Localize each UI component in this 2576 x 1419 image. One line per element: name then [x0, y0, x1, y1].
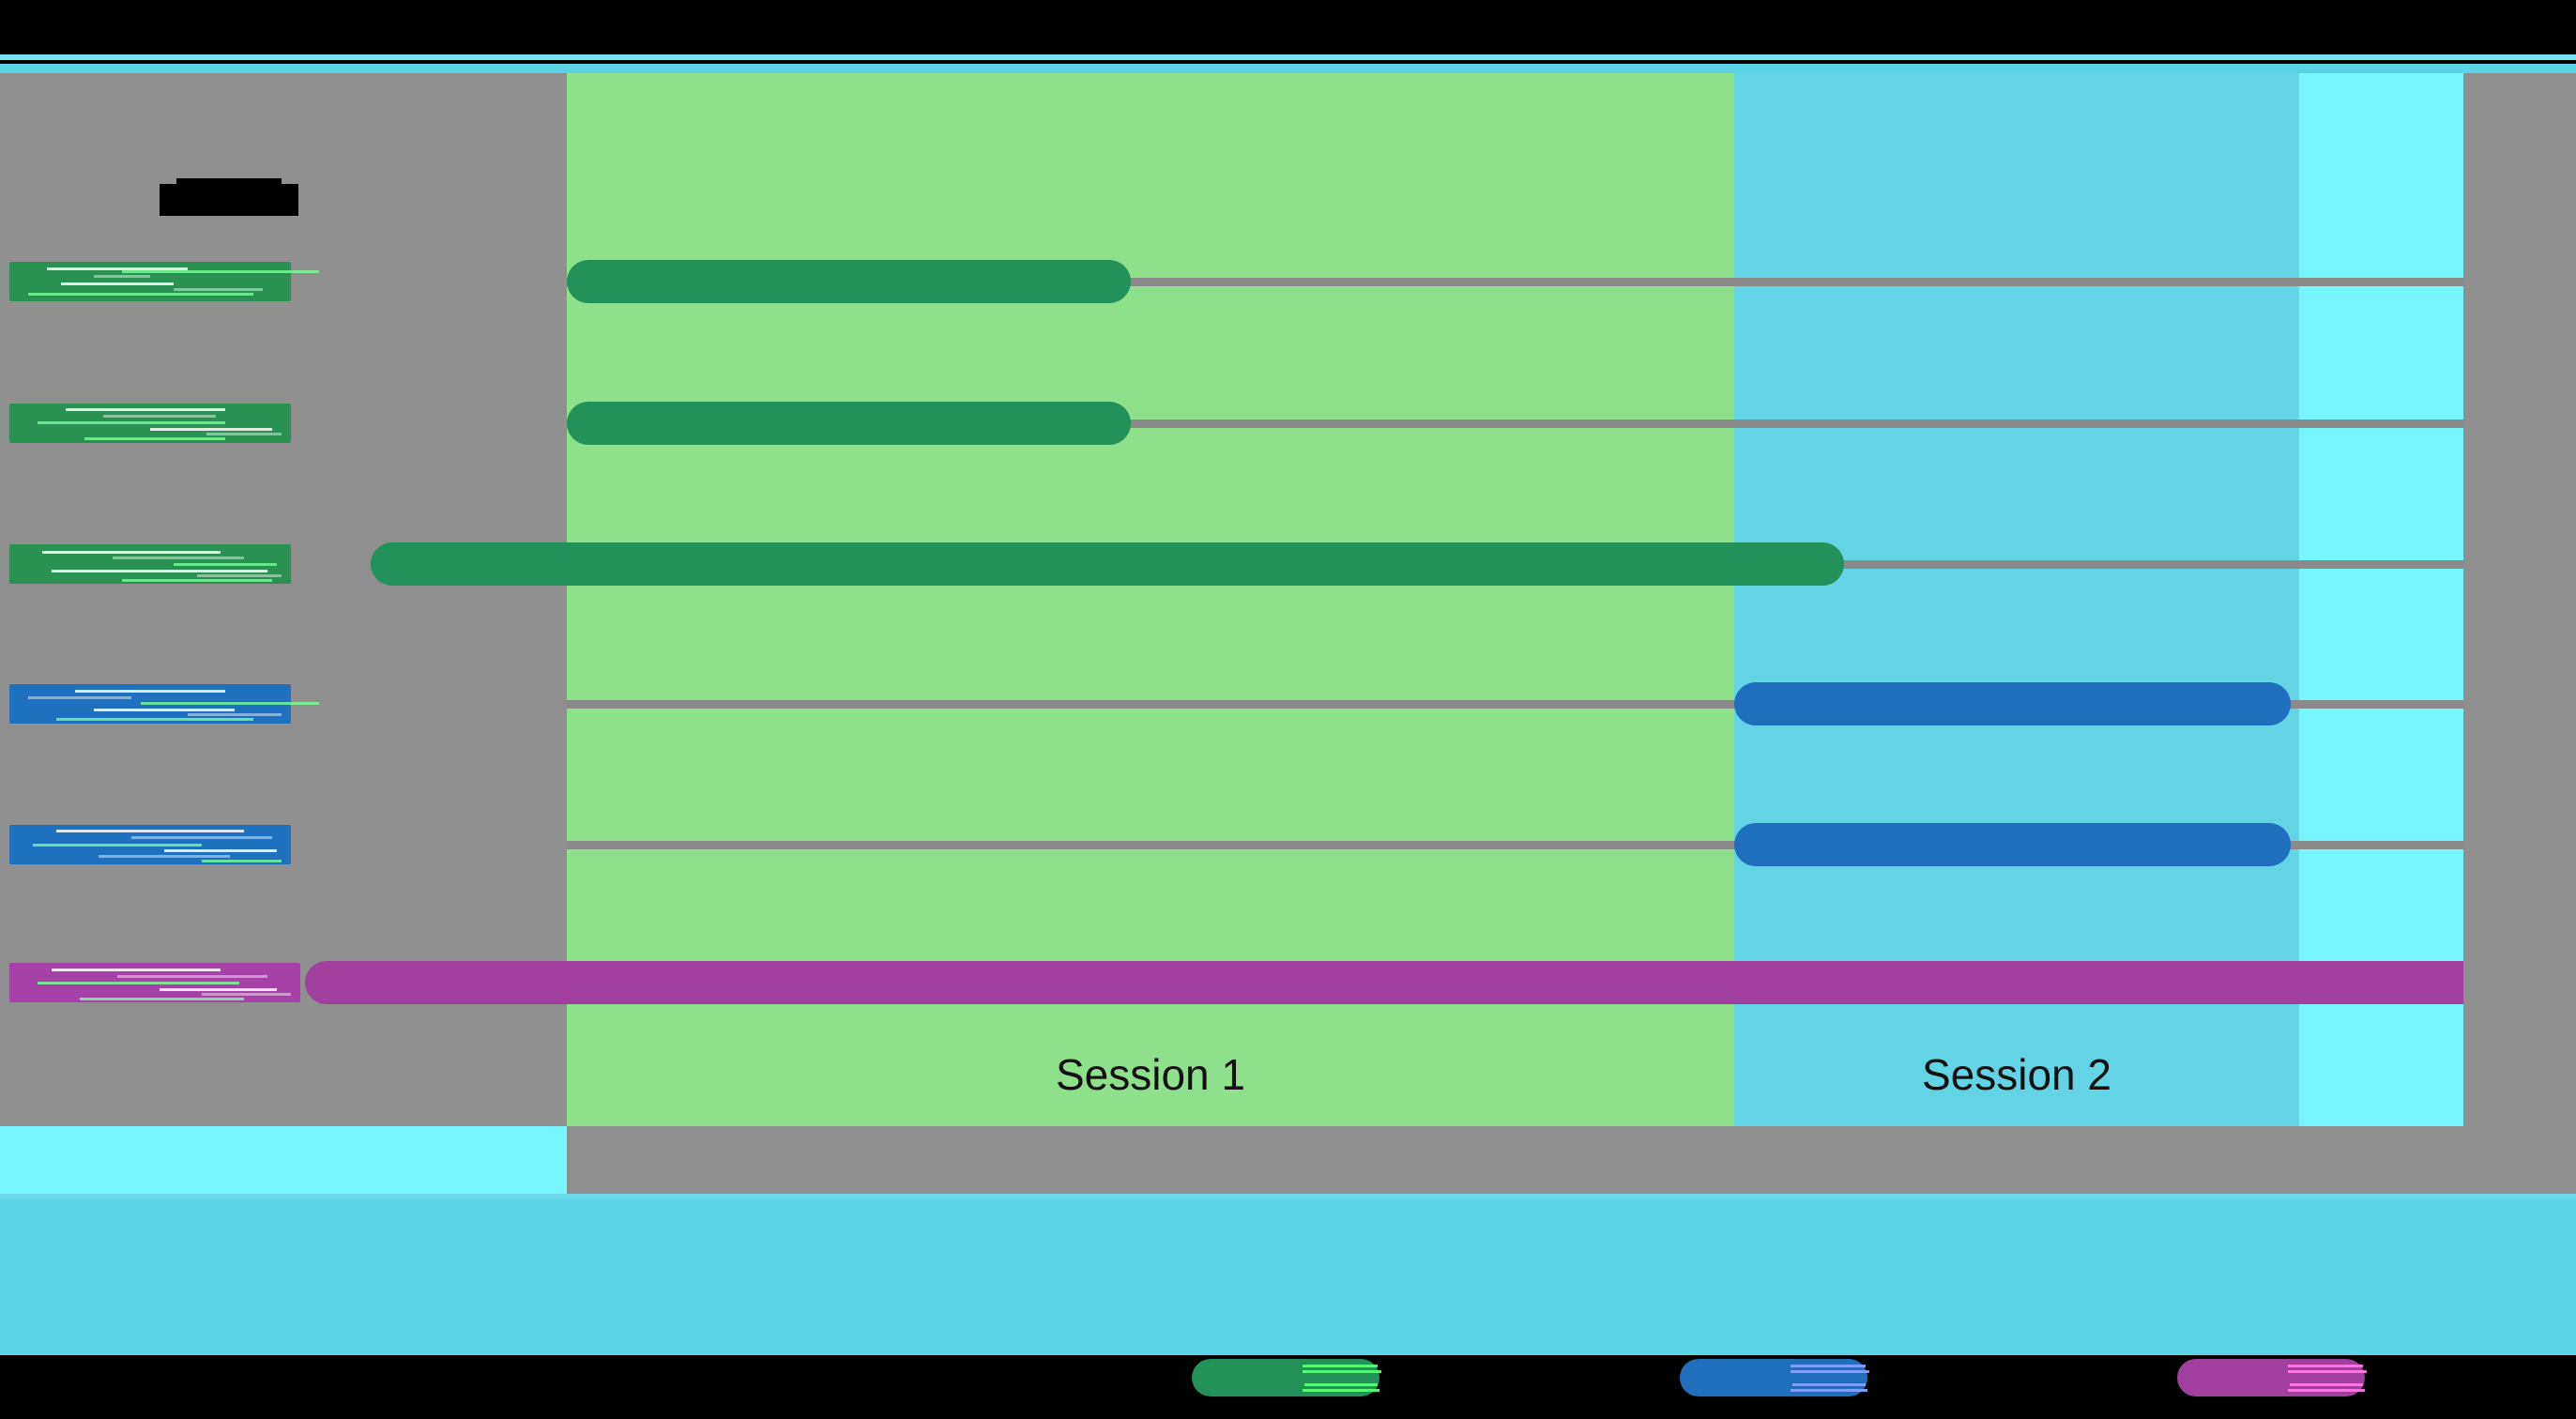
legend-label-redaction — [1303, 1370, 1381, 1373]
redaction-artifact — [75, 690, 225, 693]
legend-label-redaction — [2288, 1389, 2365, 1392]
y-tick-label-redacted-3 — [9, 544, 291, 584]
y-axis-label-column — [0, 73, 567, 1126]
redaction-artifact — [61, 282, 174, 285]
redaction-artifact — [94, 709, 235, 711]
legend-label-redaction — [2288, 1365, 2363, 1367]
legend-label-redaction — [1791, 1389, 1867, 1392]
y-tick-label-redacted-2 — [9, 404, 291, 443]
y-tick-label-redacted-6 — [9, 963, 300, 1002]
redaction-artifact — [42, 551, 221, 554]
redaction-artifact — [28, 293, 253, 296]
redaction-artifact — [99, 855, 230, 858]
redaction-artifact — [84, 437, 225, 440]
redaction-artifact — [150, 428, 272, 431]
redaction-artifact — [141, 702, 319, 705]
redaction-artifact — [38, 421, 225, 424]
redaction-artifact — [117, 975, 267, 978]
task-bar-series-green-3[interactable] — [371, 542, 1844, 586]
legend-label-redaction — [1303, 1389, 1379, 1392]
redaction-artifact — [202, 860, 282, 862]
redaction-artifact — [160, 988, 277, 991]
row-track-5 — [567, 841, 2576, 849]
footer-rule — [0, 1194, 2576, 1201]
task-bar-series-magenta-1[interactable] — [305, 961, 2576, 1004]
redaction-artifact — [52, 570, 267, 572]
legend-label-redaction — [1791, 1365, 1866, 1367]
redaction-artifact — [197, 574, 282, 577]
redaction-artifact — [131, 836, 272, 839]
legend-swatch-2 — [1680, 1359, 1869, 1396]
chart-title-redacted — [160, 178, 298, 216]
chart-title-redacted-nub — [176, 178, 282, 186]
legend-label-redaction — [2290, 1383, 2363, 1386]
session-band-label-1: Session 1 — [1055, 1050, 1245, 1099]
legend-label-redaction — [2288, 1370, 2367, 1373]
redaction-artifact — [206, 433, 282, 435]
row-track-4 — [567, 700, 2576, 709]
redaction-artifact — [80, 998, 244, 1000]
redaction-artifact — [103, 415, 216, 418]
redaction-artifact — [122, 579, 272, 582]
legend-swatch-1 — [1192, 1359, 1381, 1396]
top-cyan-rule — [0, 64, 2576, 73]
redaction-artifact — [66, 408, 225, 411]
redaction-artifact — [94, 275, 150, 278]
legend-label-redaction — [1304, 1383, 1378, 1386]
task-bar-series-blue-2[interactable] — [1734, 823, 2291, 866]
redaction-artifact — [33, 844, 202, 847]
plot-area: Session 1 Session 2 — [0, 73, 2576, 1199]
redaction-artifact — [202, 993, 291, 996]
redaction-artifact — [122, 270, 319, 273]
redaction-artifact — [47, 267, 188, 270]
right-margin-gray — [2463, 73, 2576, 1126]
redaction-artifact — [56, 830, 244, 832]
legend-label-redaction — [1791, 1370, 1869, 1373]
task-bar-series-blue-1[interactable] — [1734, 682, 2291, 725]
redaction-artifact — [174, 563, 277, 566]
redaction-artifact — [113, 557, 244, 559]
legend-swatch-3 — [2177, 1359, 2367, 1396]
footer-panel — [0, 1199, 2576, 1355]
session-band-2 — [1734, 73, 2299, 1126]
redaction-artifact — [38, 982, 239, 984]
task-bar-series-green-2[interactable] — [567, 402, 1131, 445]
row-track-1 — [567, 278, 2576, 286]
redaction-artifact — [188, 713, 282, 716]
y-tick-label-redacted-4 — [9, 684, 319, 724]
y-tick-label-redacted-5 — [9, 825, 291, 864]
legend-label-redaction — [1792, 1383, 1866, 1386]
y-tick-label-redacted-1 — [9, 262, 319, 301]
session-band-1 — [567, 73, 1734, 1126]
row-track-2 — [567, 420, 2576, 428]
top-cyan-rule-upper — [0, 54, 2576, 60]
redaction-artifact — [28, 696, 131, 699]
redaction-artifact — [174, 288, 263, 291]
legend — [0, 1355, 2576, 1419]
label-column-footer — [0, 1126, 567, 1199]
legend-label-redaction — [1303, 1365, 1378, 1367]
session-band-label-2: Session 2 — [1921, 1050, 2111, 1099]
redaction-artifact — [164, 849, 277, 852]
task-bar-series-green-1[interactable] — [567, 260, 1131, 303]
redaction-artifact — [56, 718, 253, 721]
redaction-artifact — [52, 969, 221, 971]
